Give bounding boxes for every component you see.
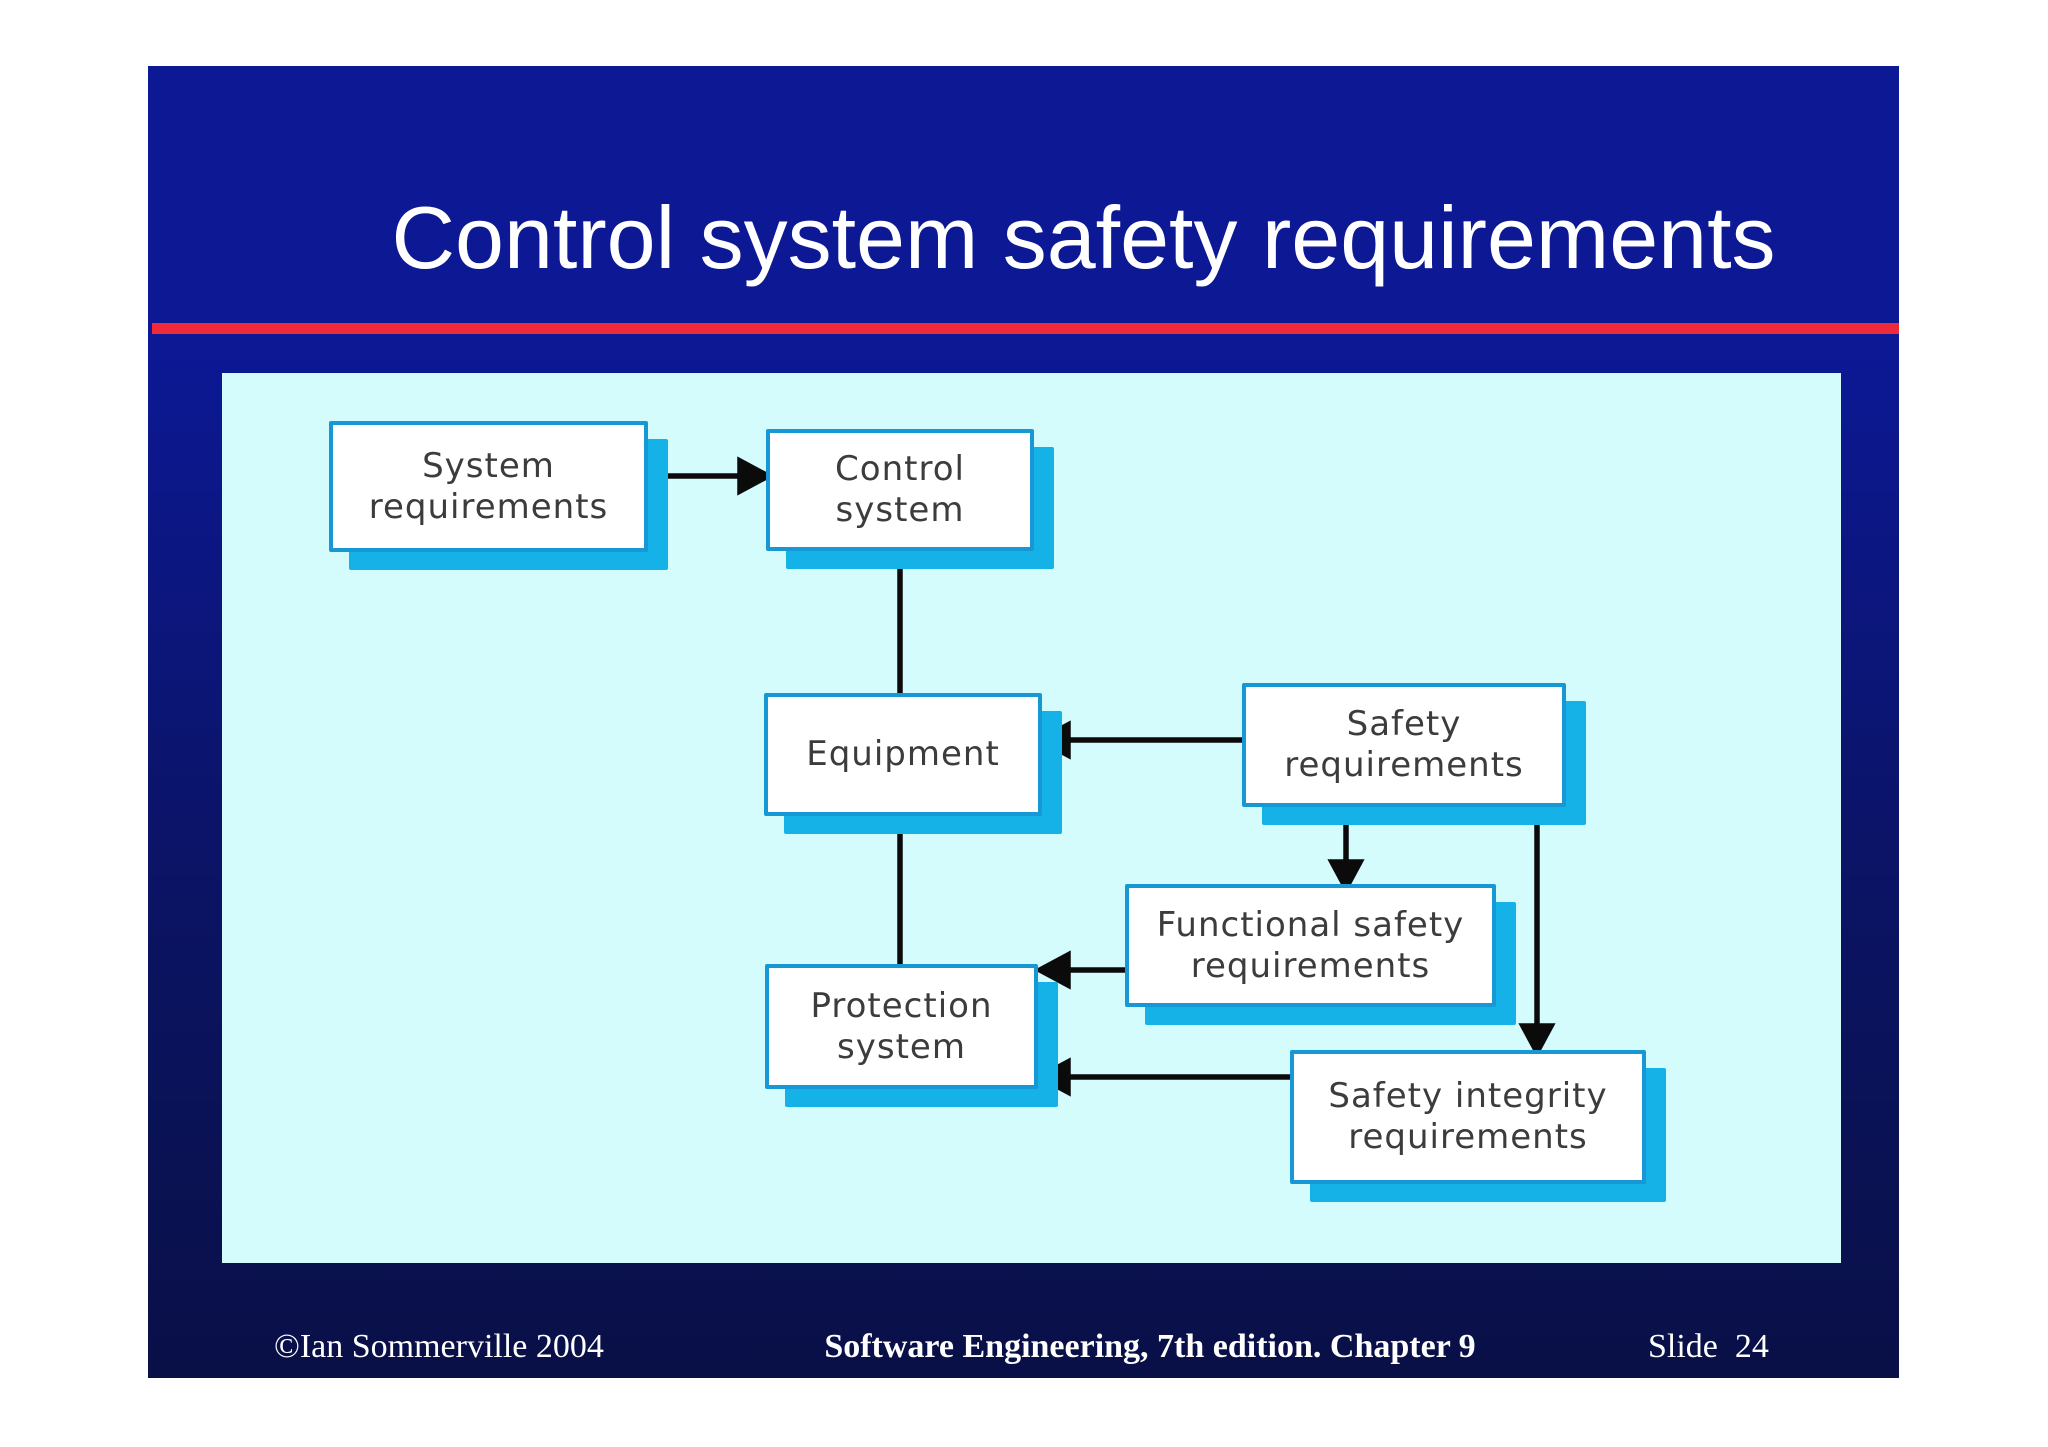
box-label-line: requirements bbox=[1284, 745, 1524, 785]
footer-slide-number: Slide 24 bbox=[1648, 1328, 1769, 1365]
box-label-line: requirements bbox=[1190, 945, 1431, 986]
box-label-line: System bbox=[422, 445, 555, 486]
arrow-system-to-control bbox=[648, 456, 774, 496]
box-equipment: Equipment bbox=[764, 693, 1042, 816]
slide-title: Control system safety requirements bbox=[391, 188, 1776, 287]
box-label-line: requirements bbox=[1348, 1117, 1588, 1157]
box-safety-integrity-requirements: Safety integrity requirements bbox=[1290, 1050, 1646, 1184]
box-control-system: Control system bbox=[766, 429, 1034, 551]
box-label-line: system bbox=[835, 490, 965, 530]
arrow-safetyreq-to-integrity bbox=[1518, 807, 1556, 1058]
box-protection-system: Protection system bbox=[765, 964, 1038, 1089]
box-label-line: Protection bbox=[810, 985, 993, 1026]
title-accent-line bbox=[152, 323, 1899, 334]
box-functional-safety-requirements: Functional safety requirements bbox=[1125, 884, 1496, 1007]
arrow-safetyreq-to-functional bbox=[1327, 807, 1365, 894]
box-label-line: Equipment bbox=[806, 734, 1000, 774]
box-label-line: system bbox=[837, 1026, 966, 1067]
box-label-line: requirements bbox=[368, 486, 609, 527]
diagram-canvas: System requirements Control system Equip… bbox=[222, 373, 1841, 1263]
box-safety-requirements: Safety requirements bbox=[1242, 683, 1566, 807]
arrow-functional-to-protection bbox=[1034, 950, 1125, 990]
box-label-line: Functional safety bbox=[1156, 904, 1465, 945]
box-label-line: Safety bbox=[1346, 704, 1462, 744]
slide: Control system safety requirements bbox=[148, 66, 1899, 1378]
footer-book-title: Software Engineering, 7th edition. Chapt… bbox=[824, 1328, 1476, 1365]
arrow-safetyreq-to-equipment bbox=[1034, 720, 1242, 760]
box-label-line: Control bbox=[835, 449, 965, 489]
box-label-line: Safety integrity bbox=[1328, 1076, 1608, 1116]
box-system-requirements: System requirements bbox=[329, 421, 648, 552]
footer-copyright: ©Ian Sommerville 2004 bbox=[274, 1328, 604, 1365]
arrow-integrity-to-protection bbox=[1034, 1057, 1290, 1097]
connector-lines bbox=[648, 456, 1556, 1097]
